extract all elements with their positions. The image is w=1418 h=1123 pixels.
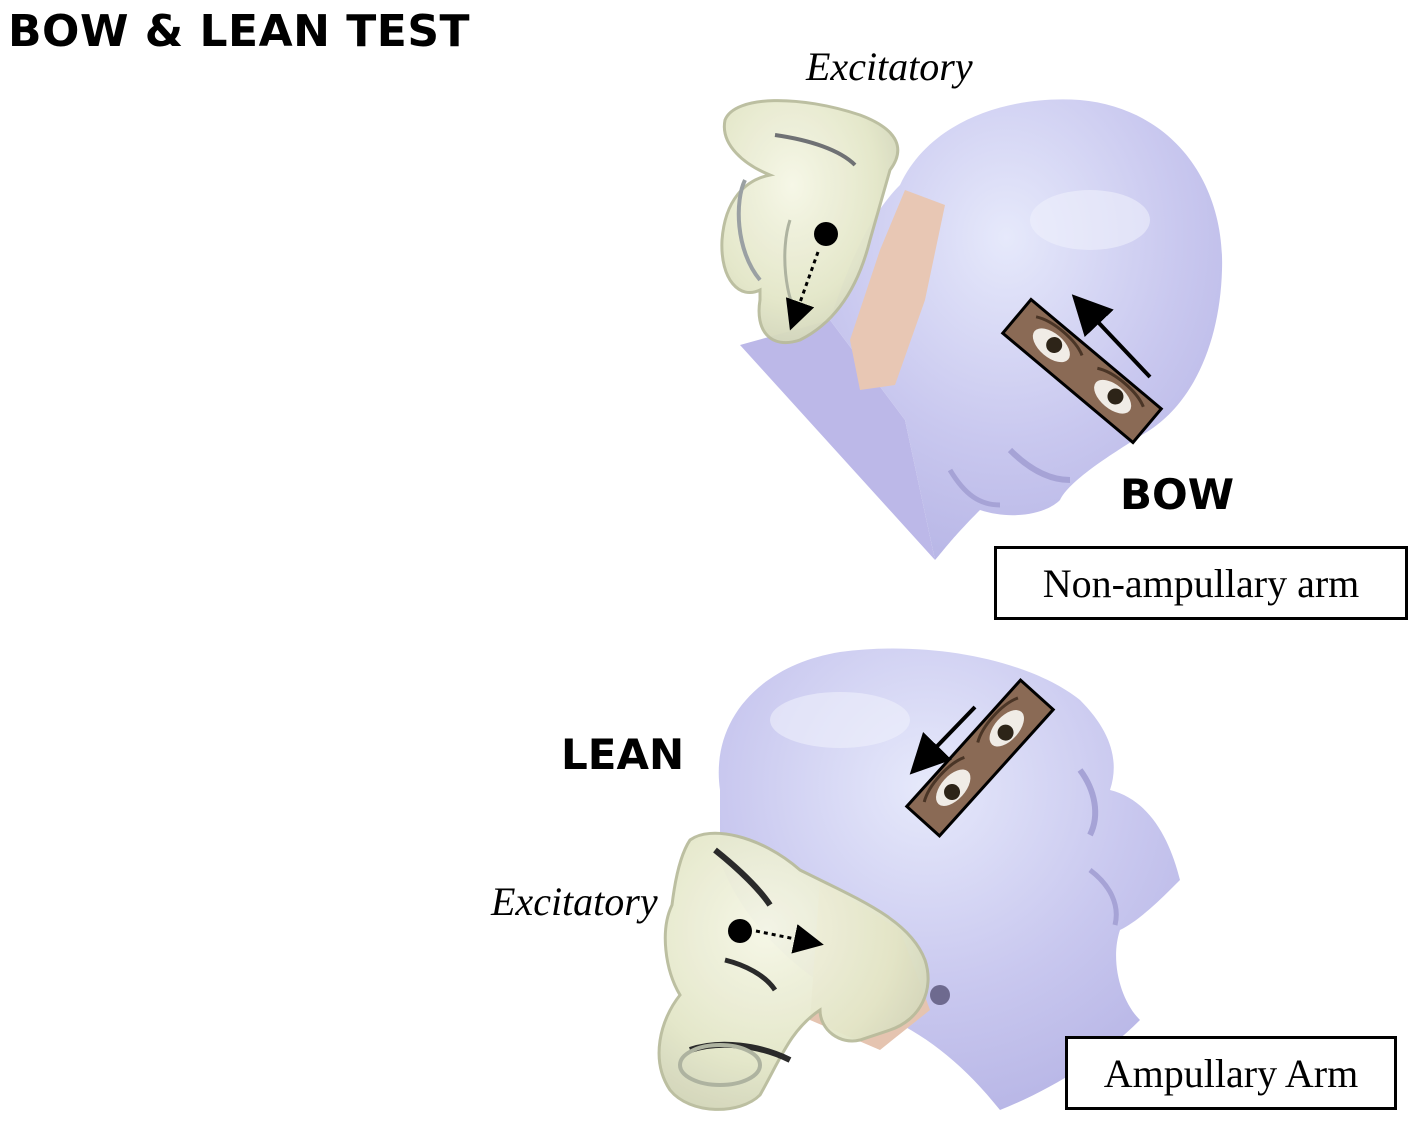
bow-eye-box xyxy=(1000,297,1164,445)
bow-eye-movement-arrow xyxy=(1071,294,1152,379)
bow-excitatory-label: Excitatory xyxy=(806,44,973,89)
lean-excitatory-label: Excitatory xyxy=(491,879,658,924)
lean-eye-box xyxy=(904,677,1056,839)
lean-dashed-arrow xyxy=(755,924,824,954)
lean-arm-label-box: Ampullary Arm xyxy=(1065,1036,1397,1110)
bow-endolymph-dot xyxy=(814,222,838,246)
bow-semicircular-canal xyxy=(720,99,900,345)
lean-arm-label: Ampullary Arm xyxy=(1103,1050,1359,1096)
lean-endolymph-dot xyxy=(728,919,752,943)
bow-arm-label: Non-ampullary arm xyxy=(1042,560,1360,606)
lean-semicircular-canal xyxy=(657,831,930,1111)
bow-arm-label-box: Non-ampullary arm xyxy=(994,546,1408,620)
bow-neck-shape xyxy=(740,320,935,560)
bow-ear-shape xyxy=(850,190,945,390)
lean-position-label: LEAN xyxy=(561,730,685,779)
lean-eye-movement-arrow xyxy=(909,705,977,775)
page-title: BOW & LEAN TEST xyxy=(8,6,471,57)
bow-position-label: BOW xyxy=(1120,470,1235,519)
lean-head-shape xyxy=(718,648,1180,1110)
